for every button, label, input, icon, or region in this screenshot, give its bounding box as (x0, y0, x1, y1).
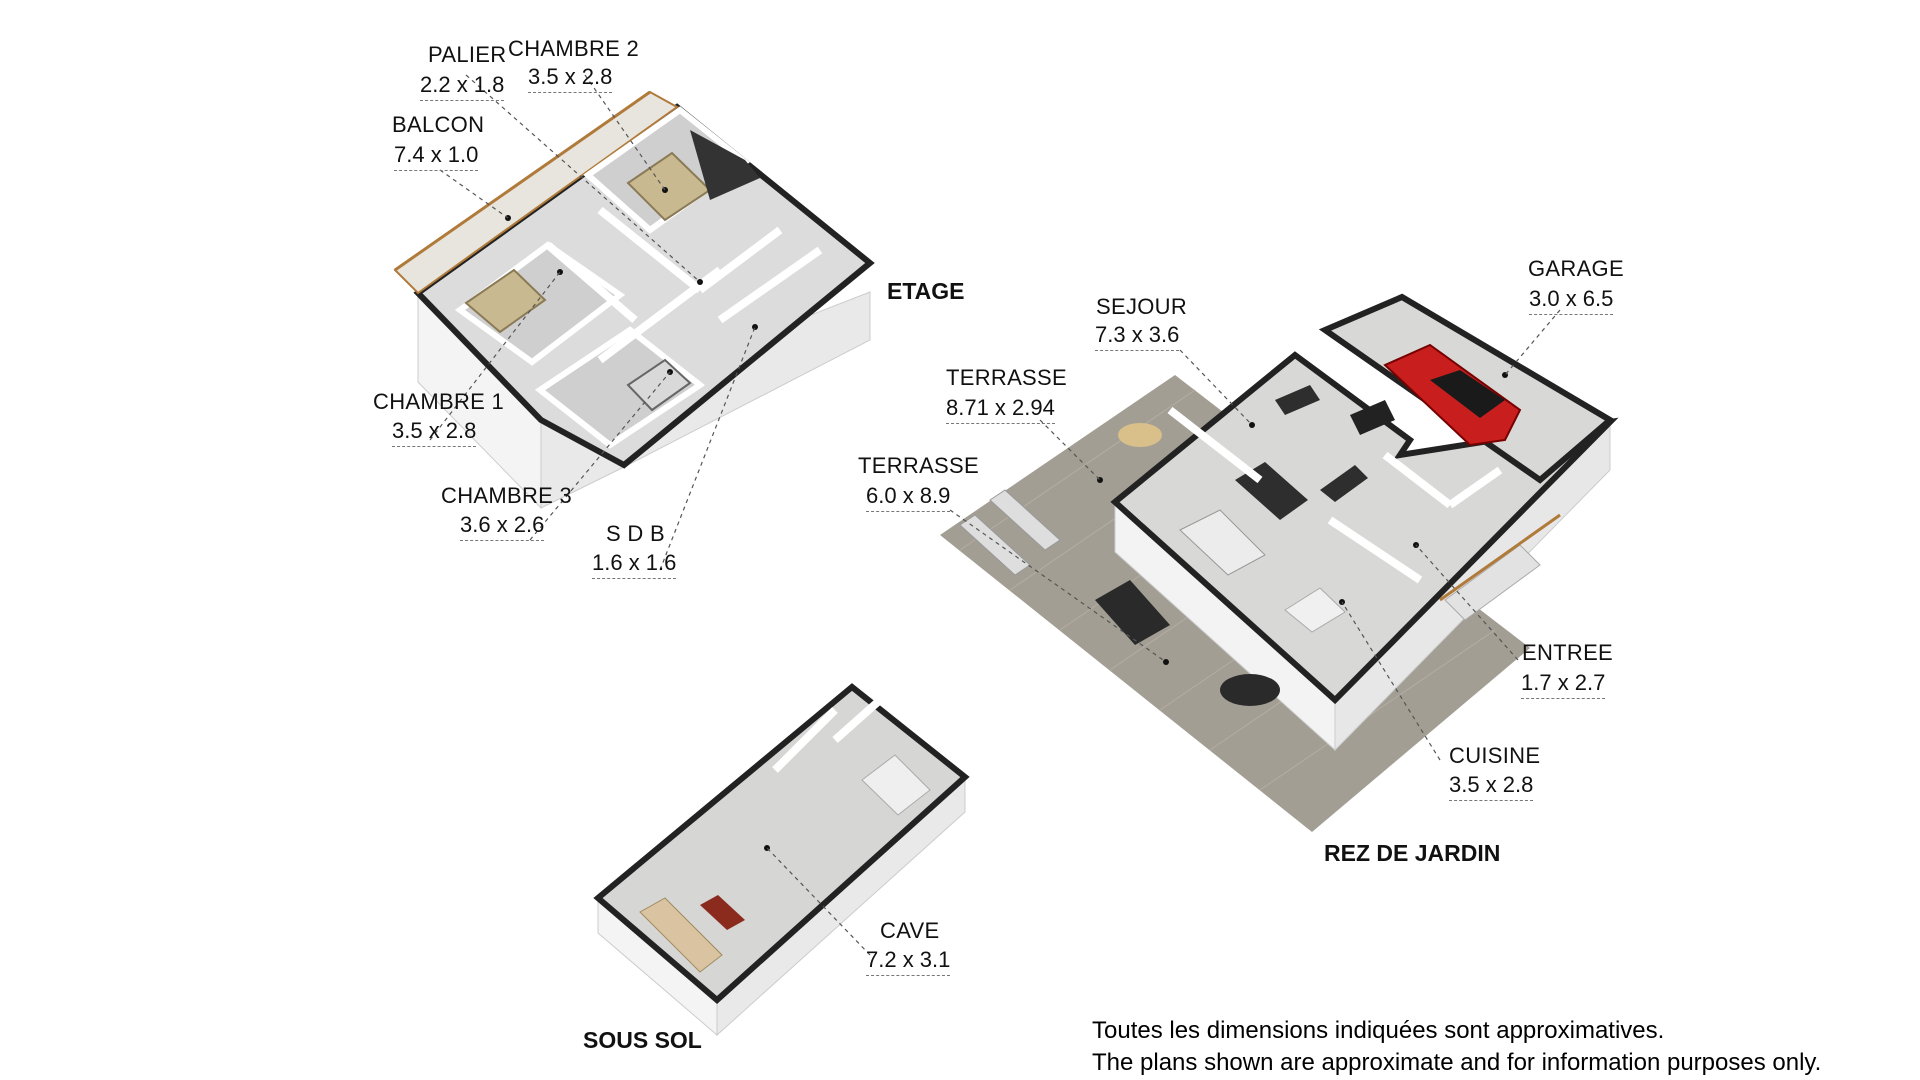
rez-leader-lines (949, 309, 1561, 761)
palier-dims: 2.2 x 1.8 (420, 72, 505, 101)
chambre-1-bed (464, 268, 547, 334)
cuisine-name: CUISINE (1449, 743, 1541, 768)
cuisine-counter (1284, 587, 1346, 633)
terrasse-1-name: TERRASSE (946, 365, 1067, 390)
chambre-2-dims: 3.5 x 2.8 (528, 64, 613, 93)
cave-floor (593, 683, 970, 1004)
lounger (989, 489, 1061, 551)
terrasse-2-dims: 6.0 x 8.9 (866, 483, 951, 512)
sdb-dims: 1.6 x 1.6 (592, 550, 677, 579)
chambre-2-name: CHAMBRE 2 (508, 36, 640, 61)
entree-steps (1444, 544, 1541, 621)
entree-dims: 1.7 x 2.7 (1521, 670, 1606, 699)
balcon-railing (394, 90, 651, 272)
dining-table (1179, 509, 1266, 576)
disclaimer-fr: Toutes les dimensions indiquées sont app… (1092, 1017, 1665, 1044)
chambre-3-dims: 3.6 x 2.6 (460, 512, 545, 541)
entree-name: ENTREE (1522, 640, 1614, 665)
rez-de-jardin-plan (940, 293, 1619, 832)
etage-plan (393, 90, 875, 510)
cave-stairs (861, 754, 931, 816)
palier-name: PALIER (428, 42, 507, 67)
chambre-3-name: CHAMBRE 3 (441, 483, 573, 508)
rez-de-jardin-title: REZ DE JARDIN (1324, 840, 1501, 866)
cuisine-dims: 3.5 x 2.8 (1449, 772, 1534, 801)
terrasse-2-name: TERRASSE (858, 453, 979, 478)
terrasse-1-dims: 8.71 x 2.94 (946, 395, 1055, 424)
etage-leader-lines (429, 74, 756, 571)
garage-name: GARAGE (1528, 256, 1624, 281)
chambre-1-dims: 3.5 x 2.8 (392, 418, 477, 447)
cave-sofa (639, 897, 723, 973)
sous-sol-plan (593, 683, 970, 1037)
sous-sol-leader-lines (766, 847, 871, 956)
chambre-1-name: CHAMBRE 1 (373, 389, 505, 414)
cave-table (700, 895, 745, 930)
balcon-dims: 7.4 x 1.0 (394, 142, 479, 171)
sejour-dims: 7.3 x 3.6 (1095, 322, 1180, 351)
rez-floor (1110, 351, 1619, 705)
etage-title: ETAGE (887, 278, 965, 304)
terrasse-table (1095, 580, 1170, 645)
cave-dims: 7.2 x 3.1 (866, 947, 951, 976)
balcon-name: BALCON (392, 112, 485, 137)
sejour-name: SEJOUR (1096, 294, 1188, 319)
disclaimer-en: The plans shown are approximate and for … (1092, 1049, 1822, 1076)
cave-name: CAVE (880, 918, 940, 943)
terrasse-round-table (1220, 674, 1280, 706)
sous-sol-title: SOUS SOL (583, 1027, 702, 1053)
garage-dims: 3.0 x 6.5 (1529, 286, 1614, 315)
sdb-name: S D B (606, 521, 665, 546)
